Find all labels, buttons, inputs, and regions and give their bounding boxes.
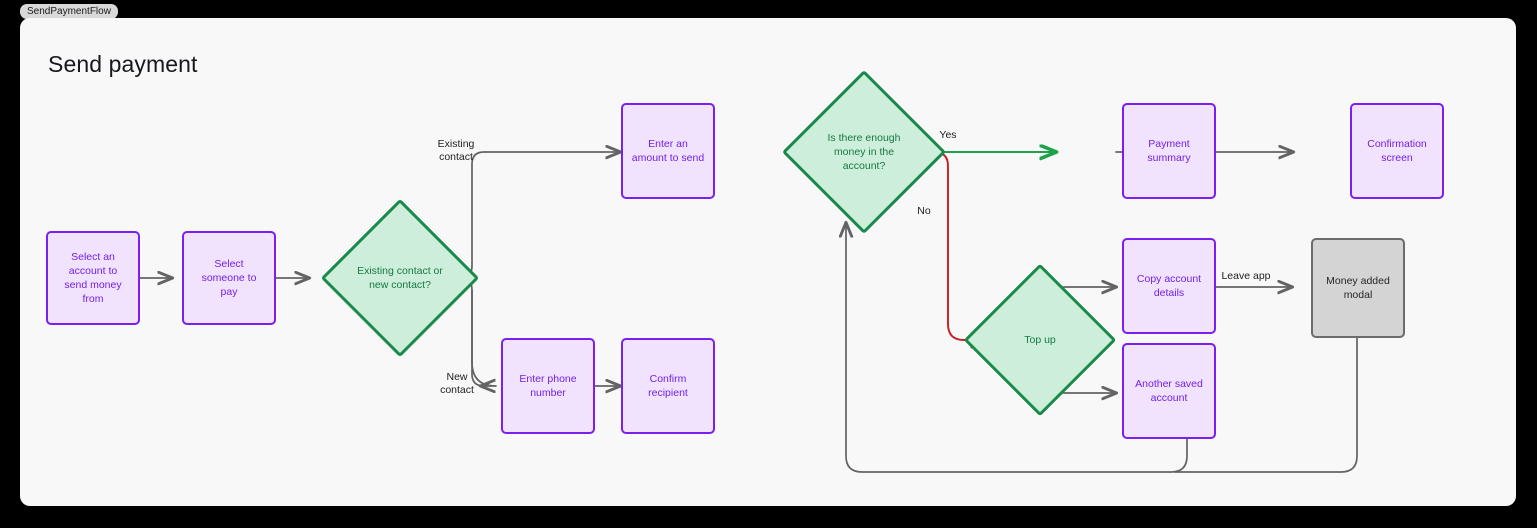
node-label: Confirmation screen [1367,137,1427,164]
node-payment-summary[interactable]: Payment summary [1122,103,1216,199]
node-another-saved[interactable]: Another saved account [1122,343,1216,439]
edge-no-to-topup [933,151,988,340]
node-label: Confirm recipient [648,372,688,399]
node-label: Enter phone number [519,372,577,399]
edge-new-elbow [459,277,485,387]
node-select-someone[interactable]: Select someone to pay [182,231,276,325]
node-money-added-modal[interactable]: Money added modal [1311,238,1405,338]
node-label: Existing contact or new contact? [357,264,443,291]
node-top-up[interactable]: Top up [963,263,1117,417]
edge-label-new-contact: New contact [440,371,474,397]
node-label: Select an account to send money from [64,250,122,306]
node-select-account[interactable]: Select an account to send money from [46,231,140,325]
node-label: Money added modal [1326,274,1390,301]
node-confirmation-screen[interactable]: Confirmation screen [1350,103,1444,199]
edge-label-leave-app: Leave app [1221,270,1271,282]
node-copy-account[interactable]: Copy account details [1122,238,1216,334]
node-label: Copy account details [1136,272,1202,299]
page-title: Send payment [48,51,198,77]
node-confirm-recipient[interactable]: Confirm recipient [621,338,715,434]
node-label: Top up [1024,333,1056,346]
node-label: Payment summary [1147,137,1191,164]
edge-existing-to-amount [459,152,621,279]
node-enter-phone[interactable]: Enter phone number [501,338,595,434]
node-label: Select someone to pay [201,257,257,299]
node-label: Another saved account [1135,377,1203,404]
node-enough-money[interactable]: Is there enough money in the account? [781,69,947,235]
edge-label-existing-contact: Existing contact [437,138,475,164]
diagram-canvas[interactable]: Send payment [20,18,1516,506]
node-enter-amount[interactable]: Enter an amount to send [621,103,715,199]
node-label: Is there enough money in the account? [827,131,901,173]
edge-label-no: No [917,205,931,217]
node-label: Enter an amount to send [631,137,705,164]
flow-tab[interactable]: SendPaymentFlow [20,4,118,19]
node-contact-type[interactable]: Existing contact or new contact? [320,198,480,358]
edge-label-yes: Yes [939,129,957,141]
